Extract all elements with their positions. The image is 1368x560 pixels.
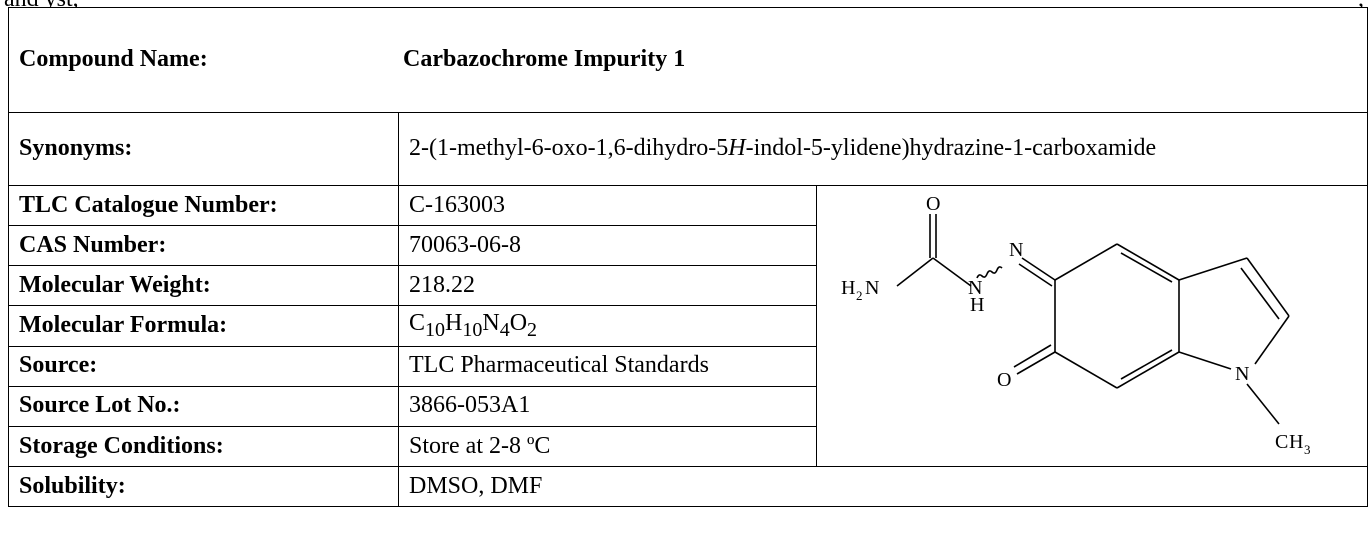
cas-number-label: CAS Number: xyxy=(8,225,399,267)
structure-cell: O H 2 N N H N O N C H 3 xyxy=(815,185,1368,467)
atom-o-ring: O xyxy=(997,369,1011,391)
atom-o-top: O xyxy=(926,193,940,215)
synonyms-value-post: -indol-5-ylidene)hydrazine-1-carboxamide xyxy=(745,135,1157,162)
molecular-formula-value: C10H10N4O2 xyxy=(398,305,817,347)
atom-nh-n: N xyxy=(968,277,982,299)
compound-name-row: Compound Name: Carbazochrome Impurity 1 xyxy=(8,7,1368,113)
molecular-weight-row: Molecular Weight: 218.22 xyxy=(8,265,1368,307)
synonyms-value-pre: 2-(1-methyl-6-oxo-1,6-dihydro-5 xyxy=(409,135,729,162)
atom-ch3-sub: 3 xyxy=(1304,442,1311,457)
atom-ch3-c: C xyxy=(1275,431,1288,453)
formula-o-count: 2 xyxy=(527,318,538,341)
catalogue-number-value: C-163003 xyxy=(398,184,817,227)
storage-conditions-label: Storage Conditions: xyxy=(8,425,399,468)
compound-spec-table: Compound Name: Carbazochrome Impurity 1 S… xyxy=(8,7,1368,507)
compound-name-value: Carbazochrome Impurity 1 xyxy=(403,46,686,73)
source-label: Source: xyxy=(8,345,399,387)
page-top-fragment: and yst, , xyxy=(0,0,1368,8)
atom-ch3-h: H xyxy=(1289,431,1303,453)
atom-h2n-h: H xyxy=(841,277,855,299)
top-fragment-left: and yst, xyxy=(4,0,79,8)
solubility-label: Solubility: xyxy=(8,466,399,507)
source-lot-row: Source Lot No.: 3866-053A1 xyxy=(8,385,1368,427)
synonyms-value-italic: H xyxy=(728,135,746,162)
catalogue-number-label: TLC Catalogue Number: xyxy=(8,184,399,227)
formula-c: C xyxy=(409,310,426,337)
source-row: Source: TLC Pharmaceutical Standards xyxy=(8,345,1368,387)
formula-h-count: 10 xyxy=(462,318,483,341)
solubility-value: DMSO, DMF xyxy=(398,466,1368,507)
catalogue-number-row: TLC Catalogue Number: C-163003 xyxy=(8,184,1368,467)
structure-diagram: O H 2 N N H N O N C H 3 xyxy=(841,193,1311,457)
source-lot-value: 3866-053A1 xyxy=(398,385,817,427)
molecular-weight-label: Molecular Weight: xyxy=(8,265,399,307)
synonyms-value: 2-(1-methyl-6-oxo-1,6-dihydro-5H-indol-5… xyxy=(398,112,1368,186)
formula-n: N xyxy=(482,310,500,337)
compound-name-label: Compound Name: xyxy=(19,46,208,73)
formula-n-count: 4 xyxy=(499,318,510,341)
storage-conditions-value: Store at 2-8 ºC xyxy=(398,425,817,468)
storage-conditions-row: Storage Conditions: Store at 2-8 ºC xyxy=(8,425,1368,468)
cas-number-value: 70063-06-8 xyxy=(398,225,817,267)
compound-name-cell: Compound Name: Carbazochrome Impurity 1 xyxy=(8,7,1368,113)
molecular-weight-value: 218.22 xyxy=(398,265,817,307)
top-fragment-right: , xyxy=(1358,0,1364,8)
synonyms-label: Synonyms: xyxy=(8,112,399,186)
solubility-row: Solubility: DMSO, DMF xyxy=(8,466,1368,507)
atom-n-eq: N xyxy=(1009,239,1023,261)
formula-c-count: 10 xyxy=(425,318,446,341)
atom-h2n-sub: 2 xyxy=(856,288,863,303)
source-value: TLC Pharmaceutical Standards xyxy=(398,345,817,387)
atom-h2n-n: N xyxy=(865,277,879,299)
source-lot-label: Source Lot No.: xyxy=(8,385,399,427)
synonyms-row: Synonyms: 2-(1-methyl-6-oxo-1,6-dihydro-… xyxy=(8,112,1368,186)
molecular-formula-label: Molecular Formula: xyxy=(8,305,399,347)
formula-h: H xyxy=(445,310,463,337)
formula-o: O xyxy=(509,310,528,337)
atom-n-ring: N xyxy=(1235,363,1249,385)
atom-nh-h: H xyxy=(970,294,984,316)
